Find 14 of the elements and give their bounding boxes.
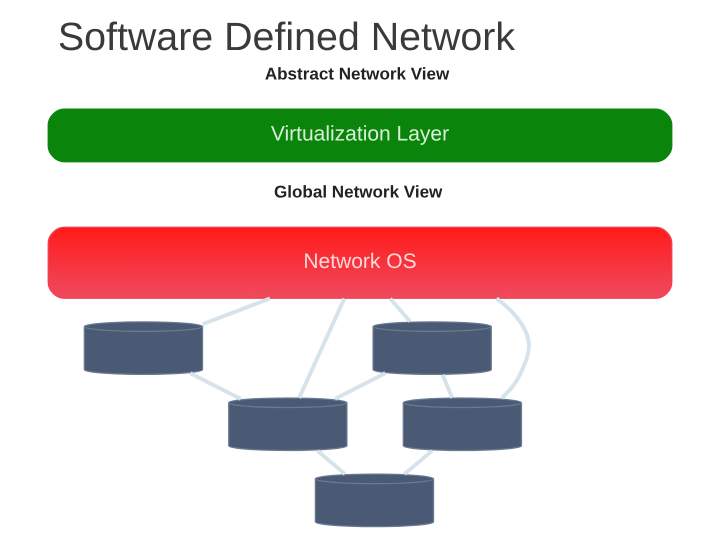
connector [202, 296, 271, 326]
connector [297, 298, 346, 399]
diagram-title: Software Defined Network [58, 15, 516, 60]
node-box: Network OS [48, 226, 672, 299]
connector [440, 374, 454, 399]
label: Global Network View [274, 182, 442, 202]
connector [495, 296, 531, 400]
connector [334, 372, 386, 401]
connector [388, 297, 412, 323]
connector [403, 449, 434, 476]
connector [316, 449, 346, 476]
node-box: Virtualization Layer [48, 108, 672, 162]
label: Abstract Network View [264, 64, 450, 84]
connector [189, 372, 242, 401]
